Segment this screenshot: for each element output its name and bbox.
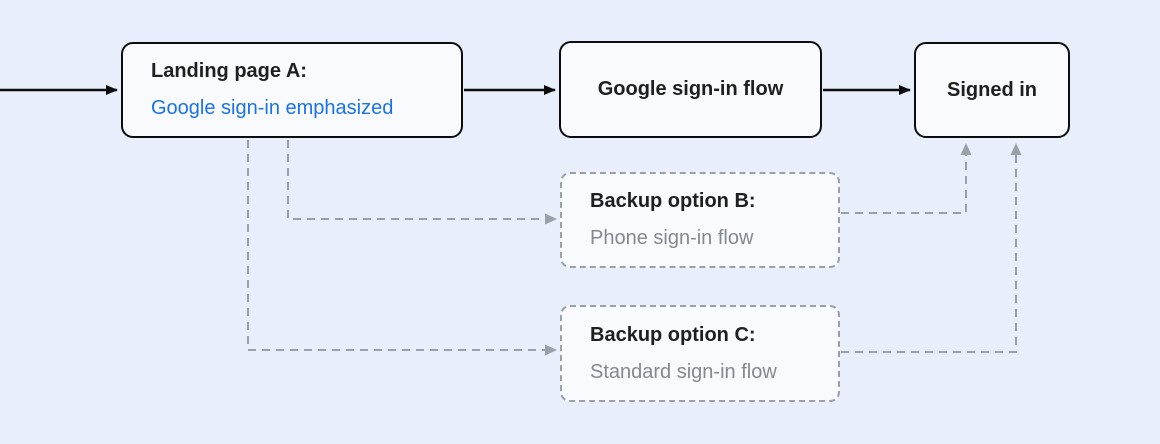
node-google-sign-in-flow: Google sign-in flow [559, 41, 822, 138]
node-backup-option-b-title: Backup option B: [590, 190, 756, 212]
node-landing-page-a: Landing page A: Google sign-in emphasize… [121, 42, 463, 138]
node-landing-page-a-subtitle: Google sign-in emphasized [151, 97, 394, 119]
arrow-landing-a-to-backup-c [247, 140, 557, 356]
node-backup-option-c: Backup option C: Standard sign-in flow [560, 305, 840, 402]
node-landing-page-a-title: Landing page A: [151, 60, 307, 82]
node-google-sign-in-flow-title: Google sign-in flow [597, 78, 784, 100]
node-backup-option-b: Backup option B: Phone sign-in flow [560, 172, 840, 268]
node-signed-in-title: Signed in [947, 78, 1037, 101]
arrow-landing-a-to-backup-b [287, 140, 557, 225]
arrow-backup-c-to-signed-in [841, 143, 1022, 353]
node-backup-option-c-subtitle: Standard sign-in flow [590, 360, 777, 383]
node-signed-in: Signed in [914, 42, 1070, 138]
node-backup-option-b-subtitle: Phone sign-in flow [590, 227, 754, 249]
node-backup-option-c-title: Backup option C: [590, 323, 756, 346]
arrow-backup-b-to-signed-in [841, 143, 972, 214]
